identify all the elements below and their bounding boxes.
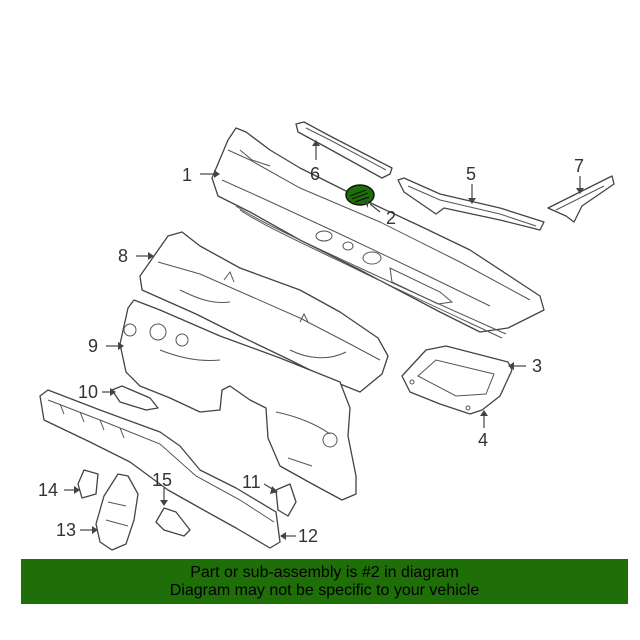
part-11-bracket: [275, 483, 297, 517]
callout-5: 5: [466, 164, 476, 184]
part-3-4-tray: [401, 345, 513, 415]
callout-6: 6: [310, 164, 320, 184]
callout-2: 2: [386, 208, 396, 228]
callout-10: 10: [78, 382, 98, 402]
callout-11: 11: [242, 472, 261, 492]
callout-13: 13: [56, 520, 76, 540]
callout-7: 7: [574, 156, 584, 176]
part-14-clip: [77, 469, 99, 499]
banner-line-1: Part or sub-assembly is #2 in diagram: [190, 564, 459, 581]
part-7-corner-trim: [547, 175, 615, 223]
callout-labels: 1 2 3 4 5 6 7 8 9 10 11 12 13 14 15: [38, 156, 584, 546]
cowl-seal-strip: [235, 205, 507, 339]
part-5-trim-strip: [397, 177, 545, 231]
part-13-side-panel: [95, 473, 139, 551]
callout-12: 12: [298, 526, 318, 546]
part-12-crossmember: [39, 389, 281, 549]
callout-4: 4: [478, 430, 488, 450]
info-banner: Part or sub-assembly is #2 in diagram Di…: [21, 559, 628, 604]
callout-3: 3: [532, 356, 542, 376]
part-2-grommet: [345, 184, 375, 206]
part-9-bulkhead: [119, 299, 357, 501]
part-6-trim: [295, 121, 393, 179]
part-8-upper-dash-panel: [139, 231, 389, 393]
banner-line-2: Diagram may not be specific to your vehi…: [169, 582, 480, 599]
parts-diagram: 1 2 3 4 5 6 7 8 9 10 11 12 13 14 15: [38, 121, 615, 551]
callout-8: 8: [118, 246, 128, 266]
callout-9: 9: [88, 336, 98, 356]
leader-lines: [64, 140, 584, 540]
callout-1: 1: [182, 165, 192, 185]
part-10-bracket: [111, 385, 159, 411]
part-15-bracket: [155, 507, 191, 537]
callout-14: 14: [38, 480, 58, 500]
callout-15: 15: [152, 470, 172, 490]
